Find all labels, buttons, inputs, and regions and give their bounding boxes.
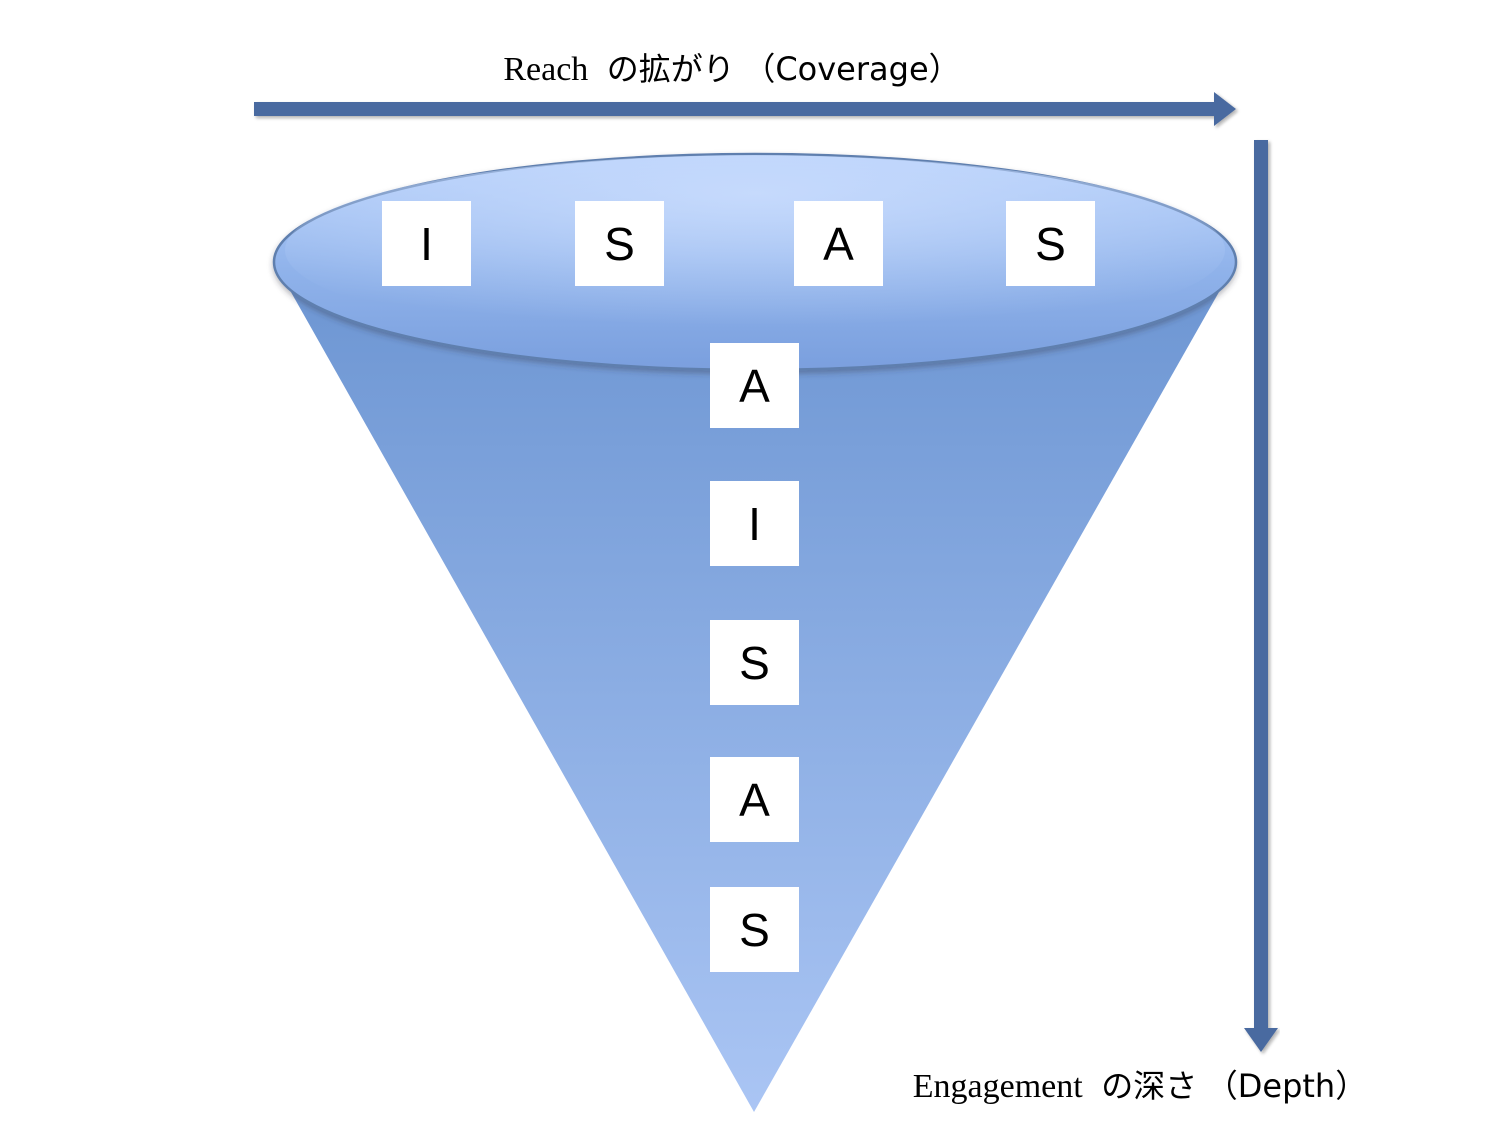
engagement-label-en: Engagement	[913, 1068, 1083, 1105]
vertical-column-aisas: A I S A S	[710, 343, 799, 972]
engagement-label-ja: の深さ	[1101, 1067, 1197, 1105]
reach-label-ja: の拡がり	[607, 50, 735, 88]
top-box-4: S	[1006, 201, 1095, 286]
top-box-1: I	[382, 201, 471, 286]
funnel-rim	[272, 152, 1238, 372]
column-box-3: S	[710, 620, 799, 705]
top-box-3: A	[794, 201, 883, 286]
column-box-4: A	[710, 757, 799, 842]
top-row-isas: I S A S	[382, 201, 1095, 286]
column-box-2: I	[710, 481, 799, 566]
column-box-1: A	[710, 343, 799, 428]
top-box-2: S	[575, 201, 664, 286]
horizontal-arrow	[254, 92, 1236, 126]
reach-label-en: Reach	[503, 51, 588, 88]
engagement-label: Engagement の深さ （Depth）	[913, 1067, 1367, 1105]
top-letter-1: I	[420, 218, 433, 270]
column-letter-5: S	[739, 904, 770, 956]
engagement-label-paren: （Depth）	[1206, 1067, 1367, 1105]
column-letter-3: S	[739, 637, 770, 689]
vertical-arrow	[1244, 140, 1278, 1052]
column-letter-2: I	[748, 498, 761, 550]
reach-label-paren: （Coverage）	[743, 50, 960, 88]
top-letter-4: S	[1035, 218, 1066, 270]
column-letter-4: A	[739, 774, 770, 826]
top-letter-3: A	[823, 218, 854, 270]
reach-label: Reach の拡がり （Coverage）	[503, 50, 960, 88]
column-box-5: S	[710, 887, 799, 972]
top-letter-2: S	[604, 218, 635, 270]
column-letter-1: A	[739, 360, 770, 412]
